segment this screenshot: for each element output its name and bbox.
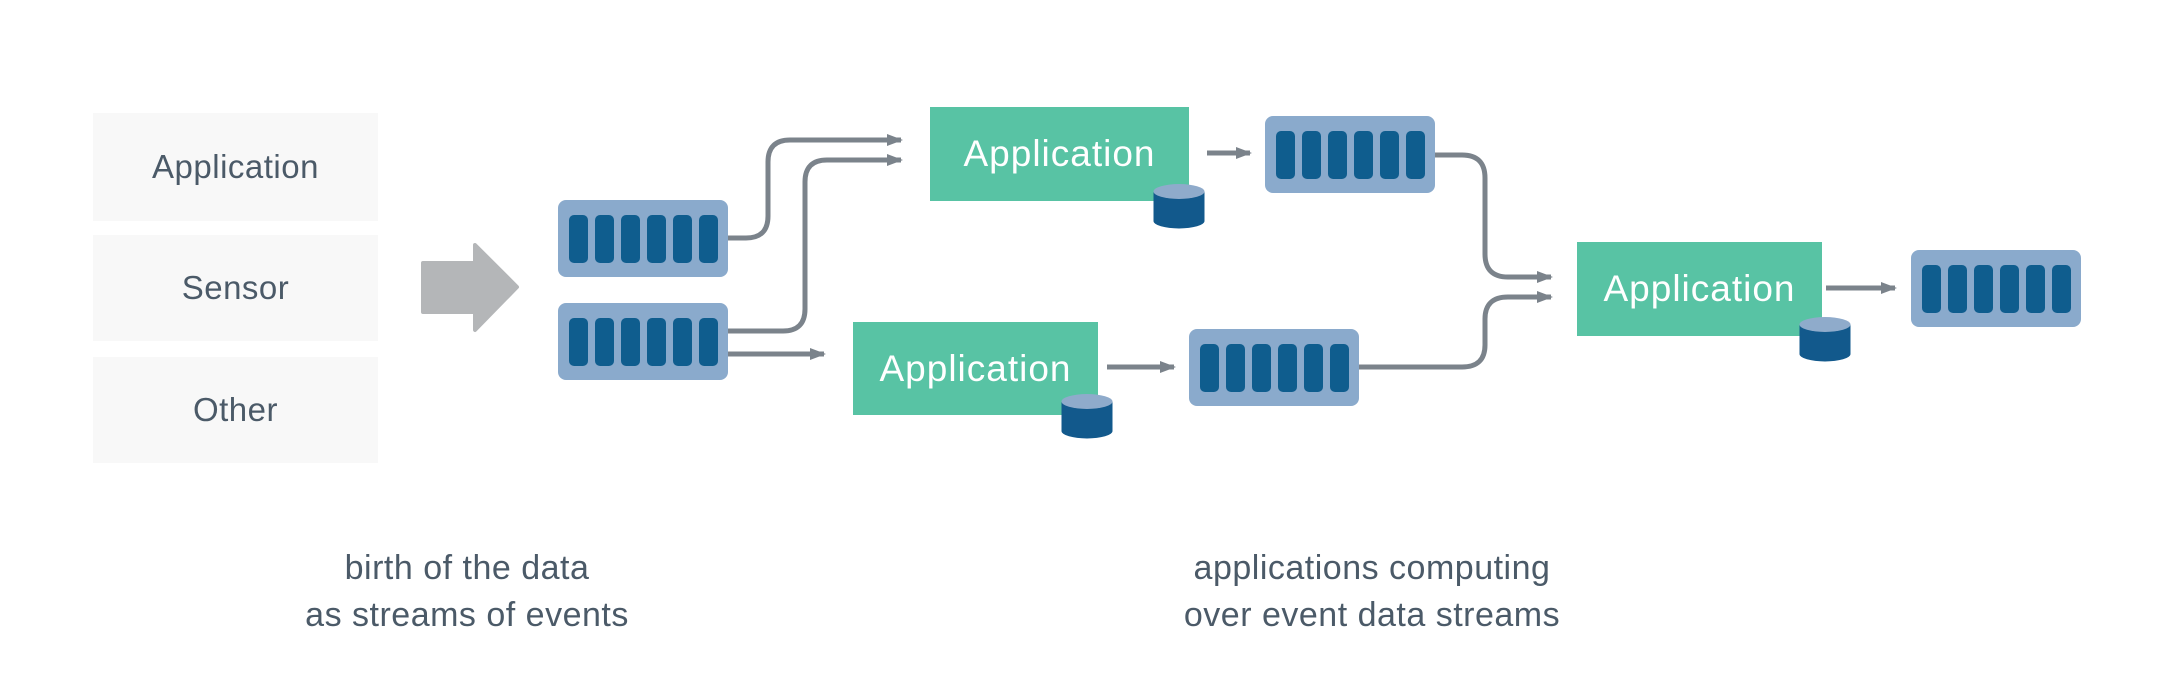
stream-segment-bar <box>1353 130 1373 179</box>
stream-segment-bar <box>1275 130 1295 179</box>
stream-segment-bar <box>1277 343 1297 392</box>
event-stream-icon-1 <box>558 200 728 277</box>
stream-segment-bar <box>1251 343 1271 392</box>
event-stream-icon-2 <box>558 303 728 380</box>
stream-segment-bar <box>1947 264 1967 313</box>
stream-segment-bar <box>1327 130 1347 179</box>
stream-segment-bar <box>1973 264 1993 313</box>
stream-segment-bar <box>1225 343 1245 392</box>
stream-segment-bar <box>646 214 666 263</box>
stream-segment-bar <box>698 317 718 366</box>
stream-segment-bar <box>2051 264 2071 313</box>
database-icon <box>1061 394 1113 439</box>
stream-segment-bar <box>568 214 588 263</box>
event-stream-icon-5 <box>1911 250 2081 327</box>
caption-line: as streams of events <box>305 596 629 634</box>
stream-segment-bar <box>672 317 692 366</box>
stream-segment-bar <box>1303 343 1323 392</box>
app-box-top: Application <box>930 107 1205 229</box>
connector-stream3-to-app3 <box>1435 152 1553 283</box>
stream-segment-bar <box>1921 264 1941 313</box>
source-box-other: Other <box>93 357 378 463</box>
database-icon <box>1153 184 1205 229</box>
app-box-middle: Application <box>853 322 1113 439</box>
stream-segment-bar <box>698 214 718 263</box>
app-label: Application <box>879 347 1072 389</box>
caption-line: applications computing <box>1193 549 1551 587</box>
caption-applications-computing: applications computing over event data s… <box>1102 545 1642 639</box>
connector-stream1-to-app1 <box>728 134 903 241</box>
app-box-right: Application <box>1577 242 1851 362</box>
source-box-sensor: Sensor <box>93 235 378 341</box>
stream-segment-bar <box>2025 264 2045 313</box>
stream-segment-bar <box>568 317 588 366</box>
stream-segment-bar <box>672 214 692 263</box>
caption-birth-of-data: birth of the data as streams of events <box>197 545 737 639</box>
connector-stream2-to-app1 <box>728 154 903 334</box>
database-icon <box>1799 317 1851 362</box>
stream-segment-bar <box>1379 130 1399 179</box>
source-label-sensor: Sensor <box>181 269 290 306</box>
source-box-application: Application <box>93 113 378 221</box>
app-label: Application <box>963 133 1156 174</box>
ingest-arrow-icon <box>421 243 519 332</box>
stream-segment-bar <box>1301 130 1321 179</box>
stream-segment-bar <box>594 317 614 366</box>
connector-stream4-to-app3 <box>1359 291 1553 370</box>
stream-segment-bar <box>1999 264 2019 313</box>
stream-segment-bar <box>620 317 640 366</box>
source-label-application: Application <box>152 148 319 185</box>
stream-segment-bar <box>620 214 640 263</box>
event-stream-icon-3 <box>1265 116 1435 193</box>
stream-segment-bar <box>594 214 614 263</box>
caption-line: birth of the data <box>344 549 590 587</box>
source-label-other: Other <box>192 391 279 428</box>
stream-segment-bar <box>646 317 666 366</box>
app-label: Application <box>1603 268 1796 309</box>
stream-segment-bar <box>1405 130 1425 179</box>
stream-segment-bar <box>1329 343 1349 392</box>
caption-line: over event data streams <box>1183 596 1561 634</box>
stream-segment-bar <box>1199 343 1219 392</box>
event-stream-icon-4 <box>1189 329 1359 406</box>
